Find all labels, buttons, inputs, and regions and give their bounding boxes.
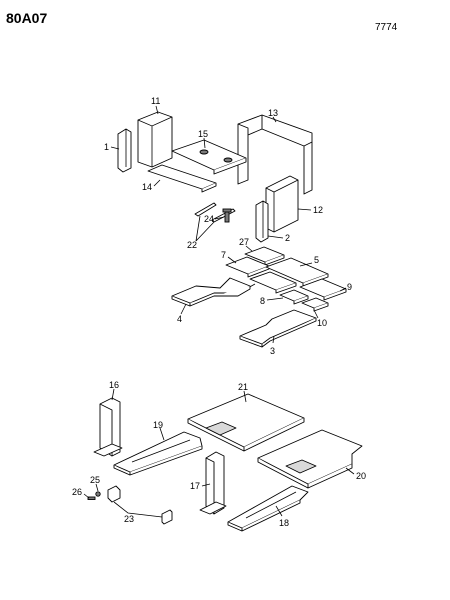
callout-5: 5 <box>314 255 319 265</box>
leader-10 <box>313 309 319 319</box>
part-13-frame[interactable] <box>237 114 313 195</box>
part-21-mat[interactable] <box>187 393 305 452</box>
callout-3: 3 <box>270 346 275 356</box>
leader-8 <box>266 297 284 301</box>
callout-25: 25 <box>90 475 100 485</box>
callout-16: 16 <box>109 380 119 390</box>
leader-18 <box>275 505 283 517</box>
leader-11 <box>155 105 159 115</box>
part-11-panel[interactable] <box>137 111 173 168</box>
leader-22 <box>195 215 215 242</box>
callout-1: 1 <box>104 142 109 152</box>
part-20-mat[interactable] <box>257 429 363 489</box>
part-12-panel[interactable] <box>265 175 299 233</box>
leader-12 <box>297 208 312 211</box>
leader-20 <box>345 467 355 475</box>
part-15-board[interactable] <box>171 139 247 175</box>
part-2-panel[interactable] <box>255 200 269 243</box>
part-10-pad[interactable] <box>301 297 329 312</box>
leader-24 <box>214 216 225 220</box>
callout-14: 14 <box>142 182 152 192</box>
part-1-panel[interactable] <box>117 128 132 173</box>
callout-19: 19 <box>153 420 163 430</box>
callout-8: 8 <box>260 296 265 306</box>
leader-21 <box>243 390 247 403</box>
leader-26 <box>83 493 90 499</box>
leader-27 <box>245 245 253 252</box>
part-27-pad[interactable] <box>244 246 285 266</box>
part-6-pad[interactable] <box>249 271 297 294</box>
part-9-pad[interactable] <box>299 278 347 301</box>
leader-1 <box>110 146 120 150</box>
part-26-screw[interactable] <box>87 496 96 500</box>
diagram-code: 80A07 <box>6 10 48 26</box>
leader-13 <box>272 116 277 123</box>
part-4-strip[interactable] <box>171 277 251 307</box>
leader-19 <box>159 427 165 441</box>
callout-15: 15 <box>198 129 208 139</box>
callout-21: 21 <box>238 382 248 392</box>
callout-10: 10 <box>317 318 327 328</box>
callout-12: 12 <box>313 205 323 215</box>
leader-9 <box>339 287 347 292</box>
part-18-rail[interactable] <box>227 485 309 532</box>
callout-7: 7 <box>221 250 226 260</box>
part-8-pad[interactable] <box>279 289 309 305</box>
part-19-rail[interactable] <box>113 431 203 476</box>
part-25-fastener[interactable] <box>95 491 101 497</box>
callout-18: 18 <box>279 518 289 528</box>
callout-9: 9 <box>347 282 352 292</box>
leader-5 <box>299 262 313 267</box>
leader-3 <box>272 335 275 344</box>
callout-2: 2 <box>285 233 290 243</box>
part-16-upright[interactable] <box>93 397 123 457</box>
leader-23 <box>113 501 163 518</box>
leader-7 <box>227 256 237 264</box>
leader-2 <box>267 235 284 239</box>
callout-13: 13 <box>268 108 278 118</box>
callout-27: 27 <box>239 237 249 247</box>
callout-23: 23 <box>124 514 134 524</box>
callout-20: 20 <box>356 471 366 481</box>
callout-4: 4 <box>177 314 182 324</box>
leader-15 <box>203 137 206 149</box>
leader-17 <box>201 483 211 487</box>
callout-22: 22 <box>187 240 197 250</box>
leader-14 <box>153 179 161 187</box>
part-17-upright[interactable] <box>199 451 227 515</box>
part-3-strip[interactable] <box>239 309 317 348</box>
figure-number: 7774 <box>375 22 398 33</box>
callout-26: 26 <box>72 487 82 497</box>
leader-16 <box>111 388 115 401</box>
callout-17: 17 <box>190 481 200 491</box>
part-23-clips[interactable] <box>107 485 173 525</box>
leader-4 <box>180 303 187 315</box>
callout-11: 11 <box>151 96 160 106</box>
callout-24: 24 <box>204 214 214 224</box>
leader-25 <box>95 483 99 492</box>
part-24-bolt[interactable] <box>222 208 232 223</box>
part-14-board[interactable] <box>147 164 217 193</box>
